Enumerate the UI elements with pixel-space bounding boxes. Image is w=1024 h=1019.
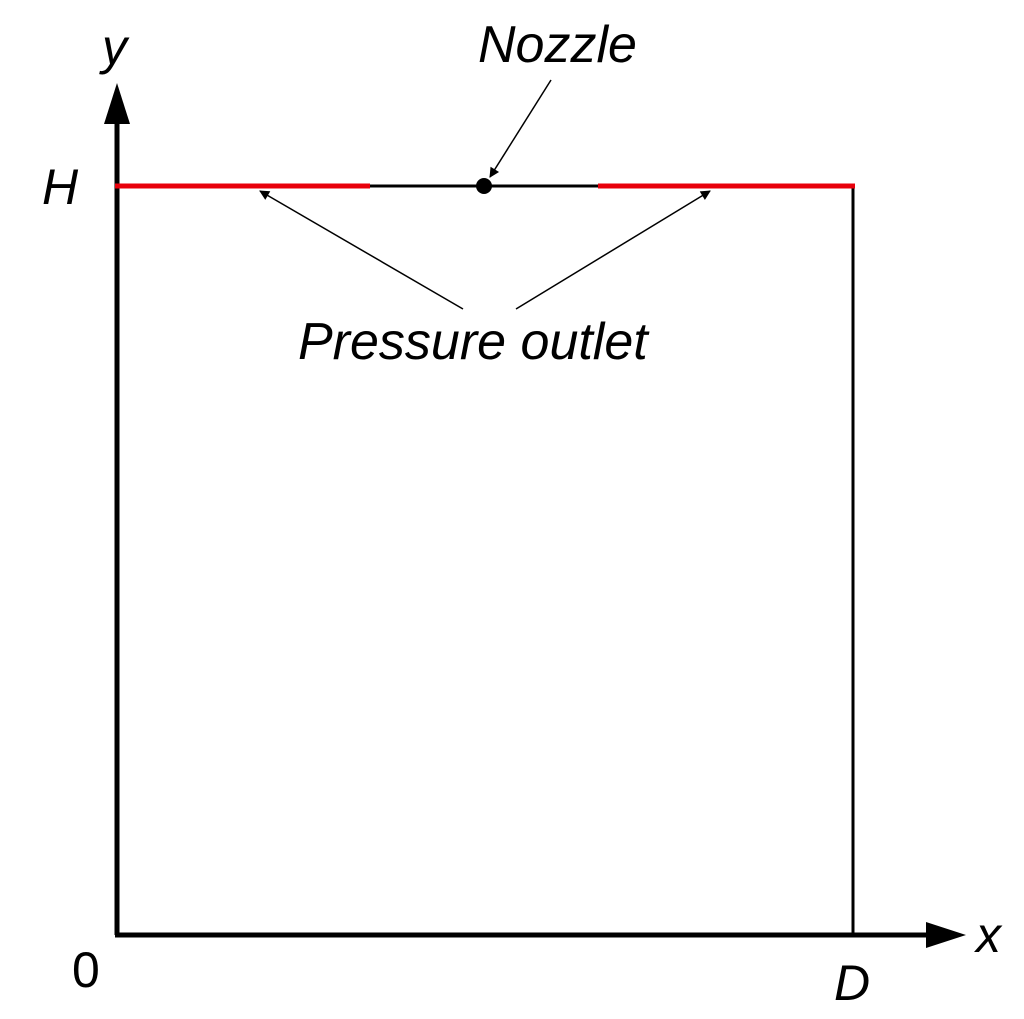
y-axis-label: y [99,19,130,75]
origin-label: 0 [72,942,100,998]
x-axis-arrowhead [926,922,966,948]
height-label: H [42,159,79,215]
outlet-pointer-arrow-left [259,190,464,310]
x-axis-label: x [974,907,1003,963]
outlet-pointer-arrow-right [515,190,711,310]
nozzle-pointer-arrow [489,79,552,178]
pressure-outlet-label: Pressure outlet [298,313,650,371]
width-label: D [834,955,870,1011]
nozzle-label: Nozzle [478,16,637,74]
y-axis-arrowhead [104,83,130,124]
nozzle-point [476,178,492,194]
